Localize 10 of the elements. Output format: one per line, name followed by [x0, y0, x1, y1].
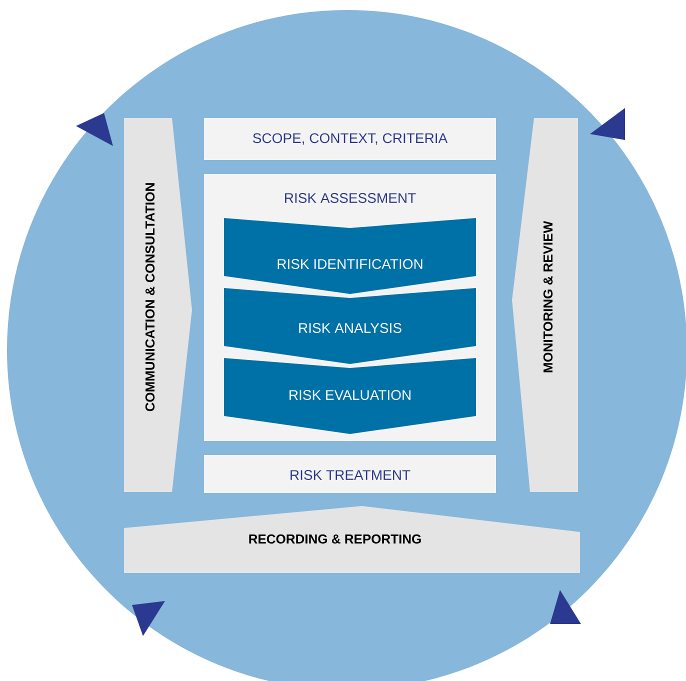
chevron-step: RISK IDENTIFICATION [224, 218, 476, 294]
process-box: RISK TREATMENT [204, 455, 496, 493]
horizontal-band: RECORDING & REPORTING [124, 506, 580, 573]
chevron-step: RISK ANALYSIS [224, 288, 476, 364]
process-box: SCOPE, CONTEXT, CRITERIA [204, 118, 496, 160]
vertical-band: COMMUNICATION & CONSULTATION [124, 118, 192, 492]
node-label: RISK IDENTIFICATION [278, 259, 422, 269]
vertical-band: MONITORING & REVIEW [512, 118, 578, 492]
chevron-step: RISK EVALUATION [224, 358, 476, 434]
node-label: RISK ANALYSIS [299, 323, 402, 333]
